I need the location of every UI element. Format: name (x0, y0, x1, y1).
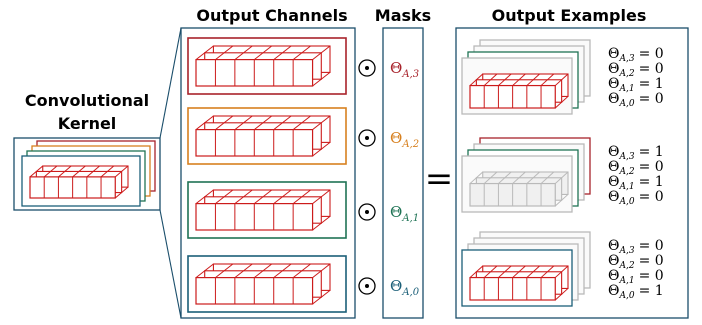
channel-1-cubes (195, 189, 331, 231)
output-channels-header: Output Channels (196, 6, 347, 25)
funnel-line-bottom (159, 209, 182, 319)
output-channel-0 (187, 255, 347, 313)
output-channels-panel (180, 27, 356, 319)
odot-operator-channel-3 (358, 59, 376, 77)
example-3-mask-value-2: ΘA,1= 0 (608, 268, 664, 286)
channel-3-frame (187, 37, 347, 95)
mask-label-channel-0: ΘA,0 (390, 277, 420, 298)
example-2-mask-value-2: ΘA,1= 1 (608, 174, 664, 192)
output-channel-2 (187, 107, 347, 165)
example-3-mask-value-0: ΘA,3= 0 (608, 238, 664, 256)
output-examples-header: Output Examples (492, 6, 647, 25)
conv-kernel-box (13, 137, 161, 211)
mask-label-channel-1: ΘA,1 (390, 203, 419, 224)
odot-operator-channel-1 (358, 203, 376, 221)
output-example-1: ΘA,3= 0ΘA,2= 0ΘA,1= 1ΘA,0= 0 (461, 39, 664, 115)
example-2-mask-value-0: ΘA,3= 1 (608, 144, 664, 162)
masks-header: Masks (375, 6, 431, 25)
example-2-mask-value-1: ΘA,2= 0 (608, 159, 664, 177)
channel-0-cubes (195, 263, 331, 305)
equals-sign: = (425, 159, 454, 199)
example-3-cubes (469, 265, 569, 301)
kernel-illustration (21, 140, 156, 207)
example-1-mask-value-2: ΘA,1= 1 (608, 76, 664, 94)
channel-1-frame (187, 181, 347, 239)
conv-kernel-label-line2: Kernel (58, 114, 117, 133)
channel-2-frame (187, 107, 347, 165)
output-example-3: ΘA,3= 0ΘA,2= 0ΘA,1= 0ΘA,0= 1 (461, 231, 664, 307)
example-1-mask-value-0: ΘA,3= 0 (608, 46, 664, 64)
example-2-mask-value-3: ΘA,0= 0 (608, 189, 664, 207)
mask-label-channel-2: ΘA,2 (390, 129, 419, 150)
odot-operator-channel-0 (358, 277, 376, 295)
kernel-cubes (29, 165, 129, 199)
funnel-line-top (159, 27, 182, 139)
channel-2-cubes (195, 115, 331, 157)
mask-label-channel-3: ΘA,3 (390, 59, 419, 80)
output-channel-3 (187, 37, 347, 95)
output-channels-group (187, 37, 347, 313)
example-1-mask-value-1: ΘA,2= 0 (608, 61, 664, 79)
output-examples-group: ΘA,3= 0ΘA,2= 0ΘA,1= 1ΘA,0= 0ΘA,3= 1ΘA,2=… (461, 39, 664, 307)
example-2-cubes (469, 171, 569, 207)
example-1-cubes (469, 73, 569, 109)
conv-kernel-label-line1: Convolutional (25, 91, 149, 110)
output-channel-1 (187, 181, 347, 239)
example-1-mask-value-3: ΘA,0= 0 (608, 91, 664, 109)
masks-group: ΘA,3ΘA,2ΘA,1ΘA,0 (358, 59, 420, 298)
output-examples-panel (455, 27, 689, 319)
channel-0-frame (187, 255, 347, 313)
output-example-2: ΘA,3= 1ΘA,2= 0ΘA,1= 1ΘA,0= 0 (461, 137, 664, 213)
odot-operator-channel-2 (358, 129, 376, 147)
masks-panel (382, 27, 424, 319)
channel-3-cubes (195, 45, 331, 87)
example-3-mask-value-3: ΘA,0= 1 (608, 283, 664, 301)
example-3-mask-value-1: ΘA,2= 0 (608, 253, 664, 271)
